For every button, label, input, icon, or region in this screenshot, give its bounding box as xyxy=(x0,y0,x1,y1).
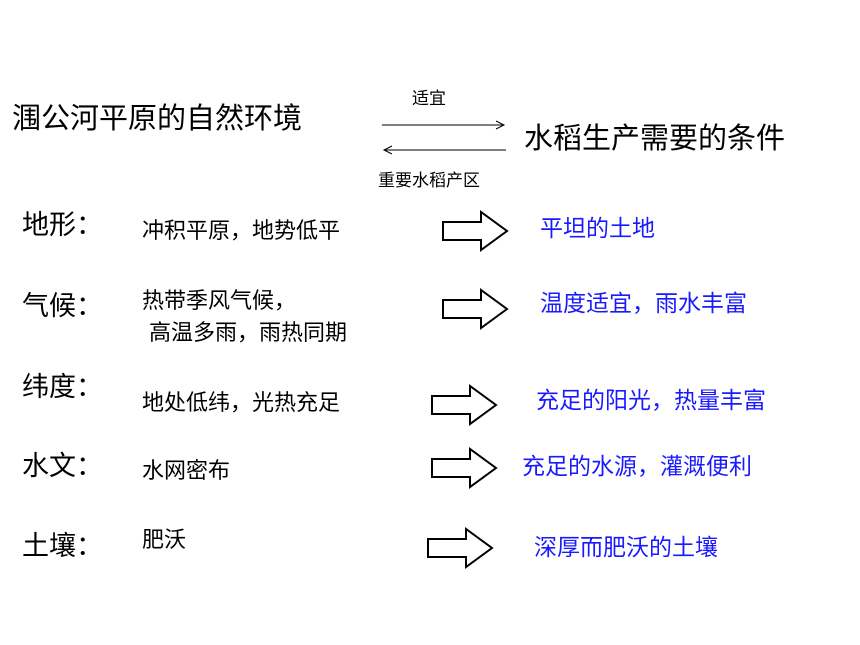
block-arrow-right-icon xyxy=(431,447,498,489)
row-result-hydrology: 充足的水源，灌溉便利 xyxy=(522,454,752,480)
block-arrow-right-icon xyxy=(431,384,498,426)
row-result-soil: 深厚而肥沃的土壤 xyxy=(534,535,718,561)
row-desc-terrain: 冲积平原，地势低平 xyxy=(142,219,341,244)
row-desc-climate-line1: 热带季风气候， xyxy=(142,289,297,314)
row-result-terrain: 平坦的土地 xyxy=(540,216,655,242)
row-result-latitude: 充足的阳光，热量丰富 xyxy=(536,388,766,414)
row-desc-climate-line2: 高温多雨，雨热同期 xyxy=(142,321,347,346)
block-arrow-right-icon xyxy=(442,210,509,252)
right-title: 水稻生产需要的条件 xyxy=(524,121,786,155)
block-arrow-right-icon xyxy=(427,527,494,569)
back-arrow-label: 重要水稻产区 xyxy=(378,171,480,191)
left-title: 涠公河平原的自然环境 xyxy=(12,101,303,135)
arrow-right-icon xyxy=(382,120,506,130)
row-result-climate: 温度适宜，雨水丰富 xyxy=(540,291,747,317)
row-desc-soil: 肥沃 xyxy=(142,528,187,553)
row-label-climate: 气候： xyxy=(22,291,103,322)
row-desc-latitude: 地处低纬，光热充足 xyxy=(142,391,341,416)
forward-arrow-label: 适宜 xyxy=(412,89,446,109)
row-label-latitude: 纬度： xyxy=(22,372,103,403)
block-arrow-right-icon xyxy=(442,288,509,330)
row-label-soil: 土壤： xyxy=(22,531,103,562)
row-desc-hydrology: 水网密布 xyxy=(142,459,231,484)
row-label-terrain: 地形： xyxy=(22,210,103,241)
row-label-hydrology: 水文： xyxy=(22,451,103,482)
arrow-left-icon xyxy=(382,145,506,155)
